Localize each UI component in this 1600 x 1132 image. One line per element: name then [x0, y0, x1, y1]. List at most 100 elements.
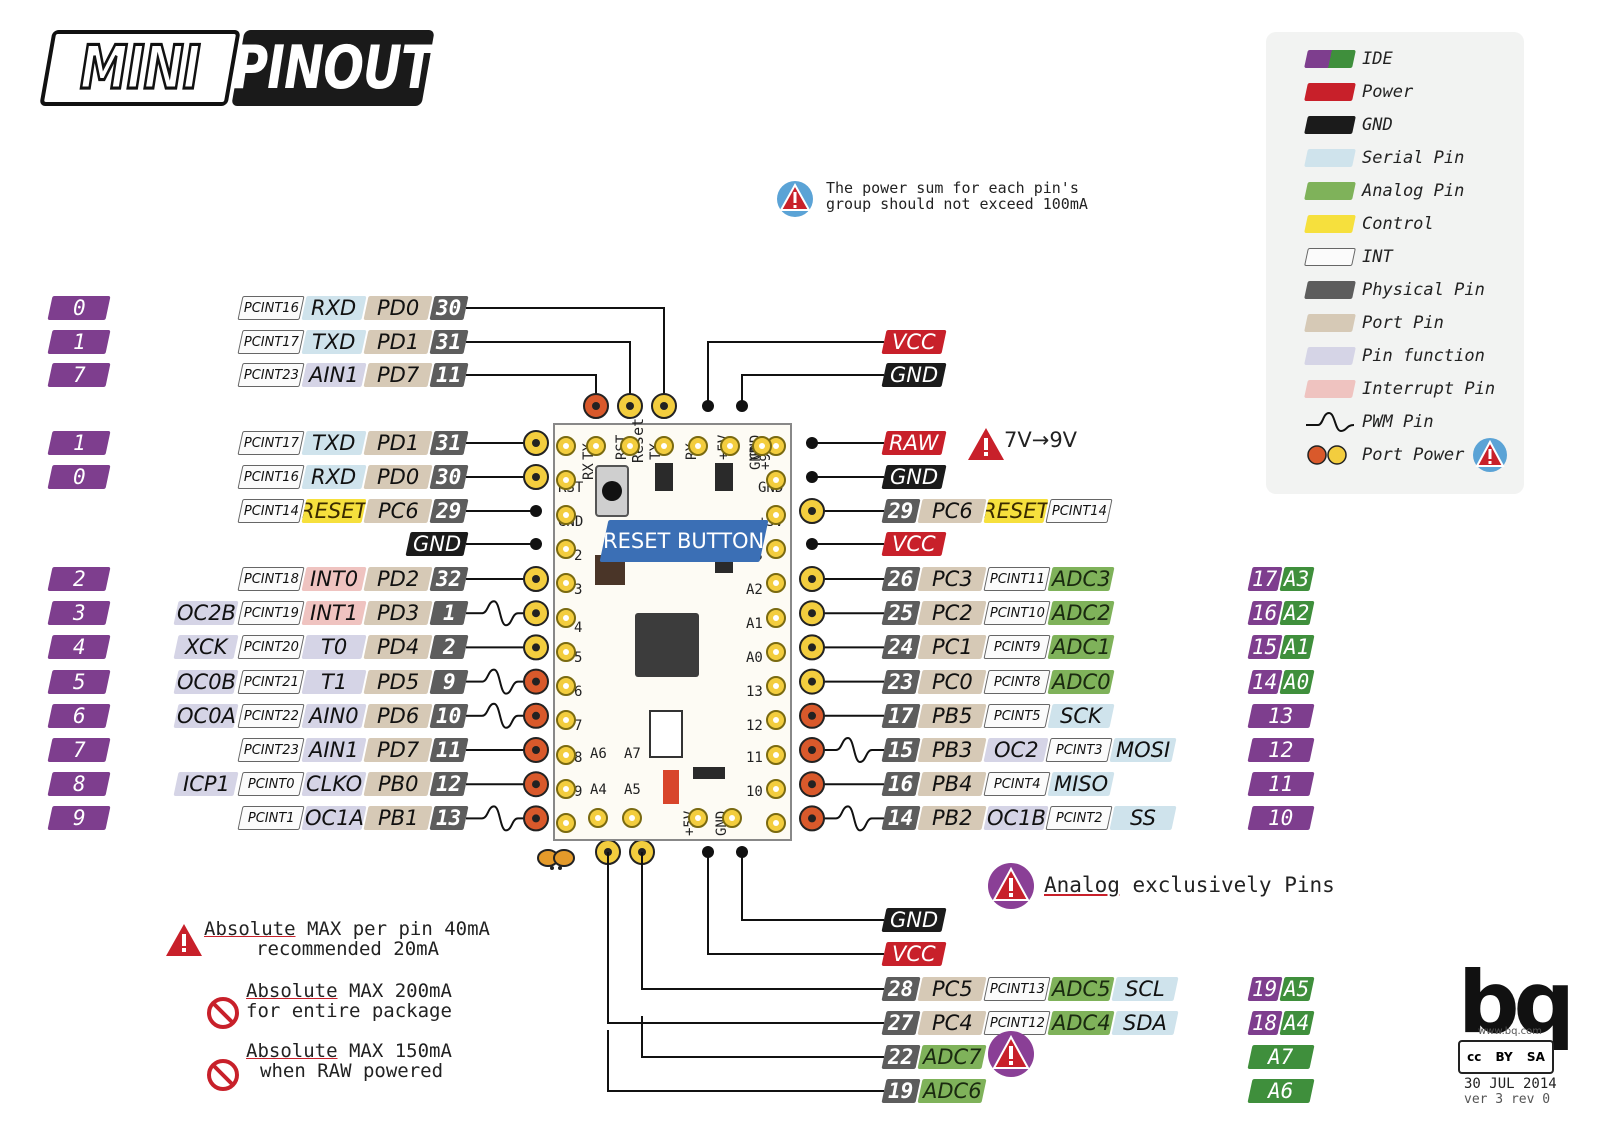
board-pad-left	[556, 573, 576, 594]
ide-pin-label: 4	[47, 635, 111, 660]
ide-pin-label: 0	[47, 296, 111, 320]
ide-pin-label: 2	[47, 567, 111, 591]
pin-function-label: ADC0	[1047, 669, 1115, 694]
physical-pin-label: 17	[881, 703, 921, 728]
pcint-label: PCINT9	[983, 635, 1051, 660]
pin-function-label: INT0	[301, 567, 367, 591]
pcint-label: PCINT17	[237, 330, 305, 354]
physical-pin-label: 10	[429, 703, 469, 728]
pin-dot	[523, 805, 549, 832]
pin-wire	[466, 307, 665, 406]
warning-icon	[777, 181, 813, 217]
pin-dot	[799, 498, 825, 524]
ide-analog-label: A0	[1279, 669, 1315, 694]
legend-item: Interrupt Pin	[1304, 378, 1495, 400]
physical-pin-label: 25	[881, 601, 921, 626]
port-pin-label: PC6	[363, 499, 433, 523]
pin-function-label: RXD	[301, 465, 367, 489]
silk-right-label: 13	[746, 684, 763, 700]
ide-pin-label: 14	[1247, 669, 1283, 694]
crystal	[649, 710, 683, 758]
pin-alt-function-label: OC0A	[173, 703, 239, 728]
pin-wire	[641, 1016, 884, 1058]
port-pin-label: PC2	[917, 601, 987, 626]
pin-dot	[799, 566, 825, 592]
ide-analog-label: A4	[1279, 1011, 1315, 1035]
silk-left-label: 5	[574, 650, 583, 666]
pin-function-label: OC1A	[301, 806, 367, 831]
board-pad-top	[620, 436, 640, 456]
note-3-line2: when RAW powered	[260, 1060, 444, 1082]
warning-icon	[166, 924, 202, 956]
pin-function-label: SCK	[1047, 703, 1115, 728]
physical-pin-label: 16	[881, 772, 921, 797]
pin-function-label: MOSI	[1109, 738, 1177, 762]
port-pin-label: PD5	[363, 669, 433, 694]
pin-alt-function-label: ICP1	[173, 772, 239, 797]
physical-pin-label: 11	[429, 363, 469, 387]
gnd-label: GND	[405, 532, 469, 556]
pin-function-label: T0	[301, 635, 367, 660]
power-rail-label: GND	[881, 465, 947, 489]
physical-pin-label: 9	[429, 669, 469, 694]
board-pad-top	[654, 436, 674, 456]
power-rail-label: VCC	[881, 532, 947, 556]
pin-alt-function-label: OC2B	[173, 601, 239, 626]
component	[715, 463, 733, 491]
legend-item: Port Power	[1306, 438, 1508, 472]
port-pin-label: PD3	[363, 601, 433, 626]
pin-wire	[607, 852, 884, 1024]
top-pin-dot	[617, 393, 643, 419]
physical-pin-label: 11	[429, 738, 469, 762]
reset-button[interactable]	[595, 465, 629, 517]
silk-left-label: 3	[574, 582, 583, 598]
legend-label: PWM Pin	[1362, 412, 1434, 432]
physical-pin-label: 32	[429, 567, 469, 591]
port-pin-label: PB2	[917, 806, 987, 831]
pcint-label: PCINT16	[237, 465, 305, 489]
legend-swatch	[1304, 215, 1356, 233]
pin-function-label: ADC6	[917, 1079, 987, 1103]
legend-swatch	[1304, 380, 1356, 398]
ide-pin-label: 0	[47, 465, 111, 489]
legend-label: Port Pin	[1362, 313, 1444, 333]
pwm-wave-icon	[481, 702, 519, 729]
legend-label: Control	[1362, 214, 1434, 234]
analog-note: Analog exclusively Pins	[1044, 873, 1335, 897]
cc-icon: cc	[1467, 1050, 1482, 1064]
pin-function-label: RXD	[301, 296, 367, 320]
pin-dot	[523, 464, 549, 490]
board-pad-left	[556, 504, 576, 525]
pcint-label: PCINT4	[983, 772, 1051, 797]
physical-pin-label: 24	[881, 635, 921, 660]
port-pin-label: PB4	[917, 772, 987, 797]
silk-bottom-label: A5	[624, 782, 641, 798]
port-pin-label: PD6	[363, 703, 433, 728]
board-pad-right	[766, 710, 786, 731]
silk-bottom-label: A7	[624, 746, 641, 762]
pin-alt-function-label: XCK	[173, 635, 239, 660]
by-icon: BY	[1495, 1050, 1513, 1064]
board-pad-right	[766, 676, 786, 697]
pin-dot	[806, 538, 818, 550]
title-mini: MINI	[39, 30, 241, 106]
physical-pin-label: 27	[881, 1011, 921, 1035]
silk-right-label: 10	[746, 784, 763, 800]
pwm-wave-icon	[481, 805, 519, 832]
ide-pin-label: 15	[1247, 635, 1283, 660]
legend-swatch	[1304, 149, 1356, 167]
physical-pin-label: 2	[429, 635, 469, 660]
warning-icon	[968, 428, 1004, 460]
legend-label: Serial Pin	[1362, 148, 1465, 168]
pcint-label: PCINT0	[237, 772, 305, 797]
pwm-wave-icon	[1306, 411, 1354, 433]
legend-swatch	[1304, 50, 1356, 68]
pin-dot	[806, 437, 818, 449]
pin-dot	[523, 702, 549, 729]
port-pin-label: PC6	[917, 499, 987, 523]
note-2-line1: Absolute MAX 200mA	[246, 980, 452, 1002]
ide-analog-label: A7	[1247, 1045, 1315, 1069]
board-pad-left	[556, 641, 576, 662]
arduino-mini-board: Reset	[553, 418, 792, 841]
